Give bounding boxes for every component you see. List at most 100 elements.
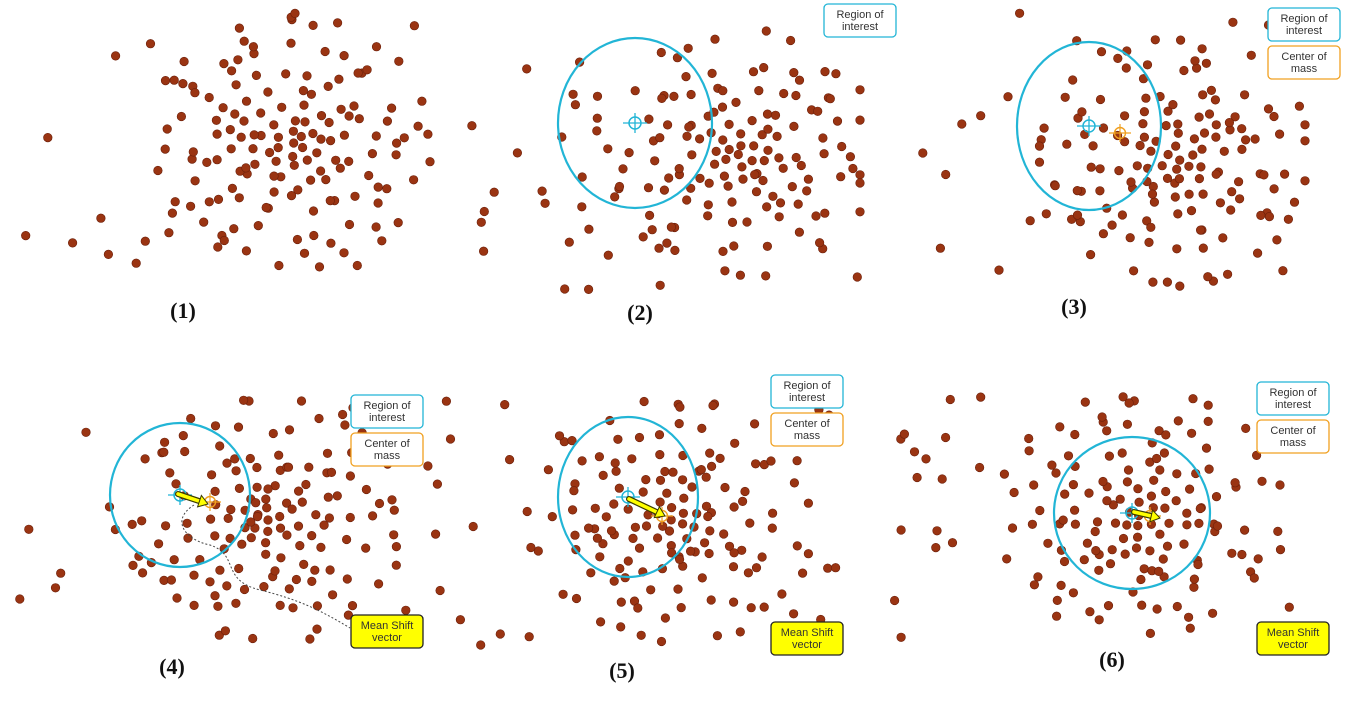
legend-text: interest bbox=[369, 412, 405, 424]
data-point bbox=[1085, 607, 1095, 617]
data-point bbox=[592, 126, 602, 136]
data-point bbox=[1121, 63, 1131, 73]
data-point bbox=[533, 546, 543, 556]
data-point bbox=[1126, 177, 1136, 187]
data-point bbox=[1294, 101, 1304, 111]
data-point bbox=[316, 166, 326, 176]
data-point bbox=[1256, 210, 1266, 220]
data-point bbox=[683, 43, 693, 53]
data-point bbox=[889, 595, 900, 606]
data-point bbox=[654, 430, 665, 440]
data-point bbox=[301, 479, 311, 490]
data-point bbox=[1141, 93, 1151, 103]
data-point bbox=[1003, 92, 1013, 102]
data-point bbox=[673, 584, 683, 594]
data-point bbox=[179, 56, 189, 67]
data-point bbox=[788, 609, 799, 619]
data-point bbox=[1215, 198, 1225, 208]
panel-3 bbox=[918, 8, 1310, 291]
data-point bbox=[1228, 17, 1238, 27]
data-point bbox=[757, 130, 767, 140]
data-point bbox=[547, 511, 557, 522]
data-point bbox=[325, 196, 335, 206]
data-point bbox=[655, 280, 665, 290]
data-point bbox=[210, 591, 220, 601]
data-point bbox=[233, 422, 244, 432]
data-point bbox=[1201, 443, 1212, 453]
data-point bbox=[43, 133, 53, 143]
region-of-interest-circle bbox=[556, 36, 714, 210]
data-point bbox=[308, 206, 319, 216]
data-point bbox=[763, 124, 773, 134]
data-point bbox=[694, 134, 705, 144]
mean-shift-vector-arrow bbox=[1131, 509, 1161, 523]
data-point bbox=[751, 563, 762, 573]
data-point bbox=[666, 222, 677, 232]
data-point bbox=[239, 395, 249, 405]
data-point bbox=[1033, 572, 1043, 582]
data-point bbox=[259, 581, 269, 592]
data-point bbox=[186, 201, 196, 211]
data-point bbox=[344, 111, 354, 121]
data-point bbox=[797, 568, 808, 578]
data-point bbox=[636, 630, 646, 640]
data-point bbox=[785, 35, 796, 46]
data-point bbox=[445, 434, 456, 444]
data-point bbox=[778, 163, 788, 173]
data-point bbox=[166, 575, 176, 585]
data-point bbox=[947, 538, 958, 548]
data-point bbox=[1275, 480, 1285, 490]
data-point bbox=[704, 178, 714, 188]
data-point bbox=[165, 468, 175, 478]
data-point bbox=[813, 106, 823, 116]
data-point bbox=[1035, 505, 1045, 516]
data-point bbox=[994, 265, 1004, 275]
data-point bbox=[178, 78, 188, 89]
data-point bbox=[248, 633, 258, 644]
data-point bbox=[1120, 549, 1130, 559]
data-point bbox=[275, 600, 285, 611]
data-point bbox=[283, 462, 294, 472]
data-point bbox=[1150, 35, 1160, 45]
data-point bbox=[281, 69, 291, 79]
data-point bbox=[362, 65, 372, 75]
legend-text: mass bbox=[794, 430, 821, 442]
data-point bbox=[219, 58, 229, 69]
data-point bbox=[1058, 515, 1068, 525]
data-point bbox=[293, 185, 303, 195]
data-point bbox=[305, 634, 315, 644]
data-point bbox=[220, 626, 230, 636]
data-point bbox=[789, 67, 799, 78]
data-point bbox=[1186, 206, 1197, 216]
data-point bbox=[1206, 85, 1216, 95]
data-point bbox=[1072, 210, 1083, 220]
data-point bbox=[662, 488, 672, 498]
data-point bbox=[1154, 566, 1164, 577]
data-point bbox=[145, 39, 156, 49]
data-point bbox=[298, 142, 308, 153]
data-point bbox=[1161, 120, 1171, 131]
data-point bbox=[682, 195, 692, 205]
data-point bbox=[522, 64, 532, 74]
data-point bbox=[921, 454, 931, 464]
data-point bbox=[767, 508, 778, 518]
data-point bbox=[1179, 65, 1189, 76]
data-point bbox=[323, 492, 333, 502]
data-point bbox=[167, 208, 177, 218]
data-point bbox=[154, 539, 164, 549]
data-point bbox=[737, 496, 748, 507]
data-point bbox=[1108, 500, 1118, 510]
data-point bbox=[676, 602, 686, 613]
data-point bbox=[299, 248, 310, 258]
data-point bbox=[479, 246, 489, 256]
data-point bbox=[793, 199, 803, 209]
data-point bbox=[271, 156, 281, 166]
data-point bbox=[940, 432, 951, 443]
data-point bbox=[768, 191, 778, 201]
data-point bbox=[373, 182, 383, 192]
data-point bbox=[957, 119, 967, 129]
data-point bbox=[855, 170, 865, 180]
legend-text: vector bbox=[792, 639, 822, 651]
